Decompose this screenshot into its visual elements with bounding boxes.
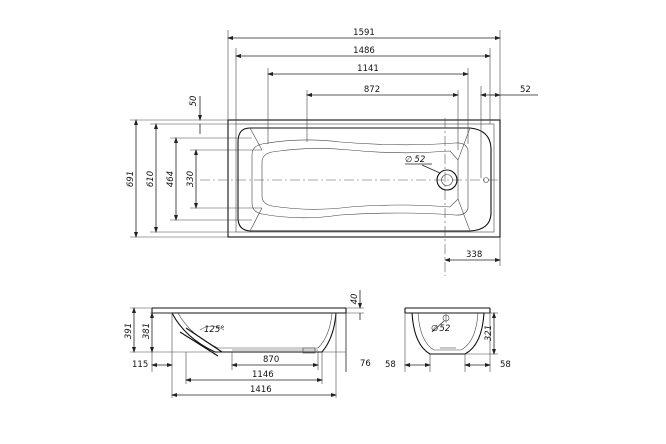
- drain-inner: [441, 174, 453, 186]
- dim-overall-width: 691: [126, 171, 136, 187]
- overflow-hole: [483, 177, 489, 183]
- dim-side-flat-length: 870: [263, 355, 279, 365]
- dim-overflow-offset: 52: [520, 85, 531, 95]
- tub-rim-inner: [235, 123, 495, 233]
- dim-bottom-length: 1141: [357, 64, 379, 74]
- dim-inner-length: 1486: [353, 46, 375, 56]
- dim-drain-offset: 338: [466, 250, 482, 260]
- dim-end-drain-dia: ∅52: [431, 324, 450, 334]
- dim-side-inner-length: 1416: [250, 385, 272, 395]
- top-view: ∅52 1591 1486 1141 872 52: [126, 28, 538, 276]
- dim-end-height: 76: [360, 359, 371, 369]
- side-view: 125° 391 381 40 76 115 870 1146: [124, 290, 371, 398]
- drain-dia-label-top: ∅52: [405, 155, 425, 165]
- dim-flat-width: 330: [186, 171, 196, 187]
- dim-rim-height: 40: [350, 294, 360, 305]
- dim-end-height-321: 321: [484, 325, 494, 341]
- tub-bottom-top: [251, 139, 469, 219]
- dim-rim: 50: [189, 96, 199, 107]
- tub-profile-end: [411, 312, 485, 355]
- dim-bottom-width: 464: [166, 171, 176, 187]
- dim-angle: 125°: [204, 325, 224, 335]
- dim-inner-depth: 381: [142, 323, 152, 339]
- tub-outline-top: [227, 119, 501, 238]
- tub-profile-side: [171, 312, 337, 353]
- dim-overall-length: 1591: [353, 28, 375, 38]
- dim-flat-length: 872: [364, 85, 380, 95]
- dim-leg-offset: 115: [132, 360, 148, 370]
- end-view: ∅52 321 58 58: [385, 307, 511, 372]
- dim-total-height: 391: [124, 323, 134, 339]
- dim-end-right-offset: 58: [500, 360, 511, 370]
- dim-end-left-offset: 58: [385, 360, 396, 370]
- dim-base-length: 1146: [252, 370, 274, 380]
- tub-bottom-inner: [261, 148, 459, 210]
- drain-outer: [436, 169, 458, 191]
- dim-inner-width: 610: [146, 171, 156, 187]
